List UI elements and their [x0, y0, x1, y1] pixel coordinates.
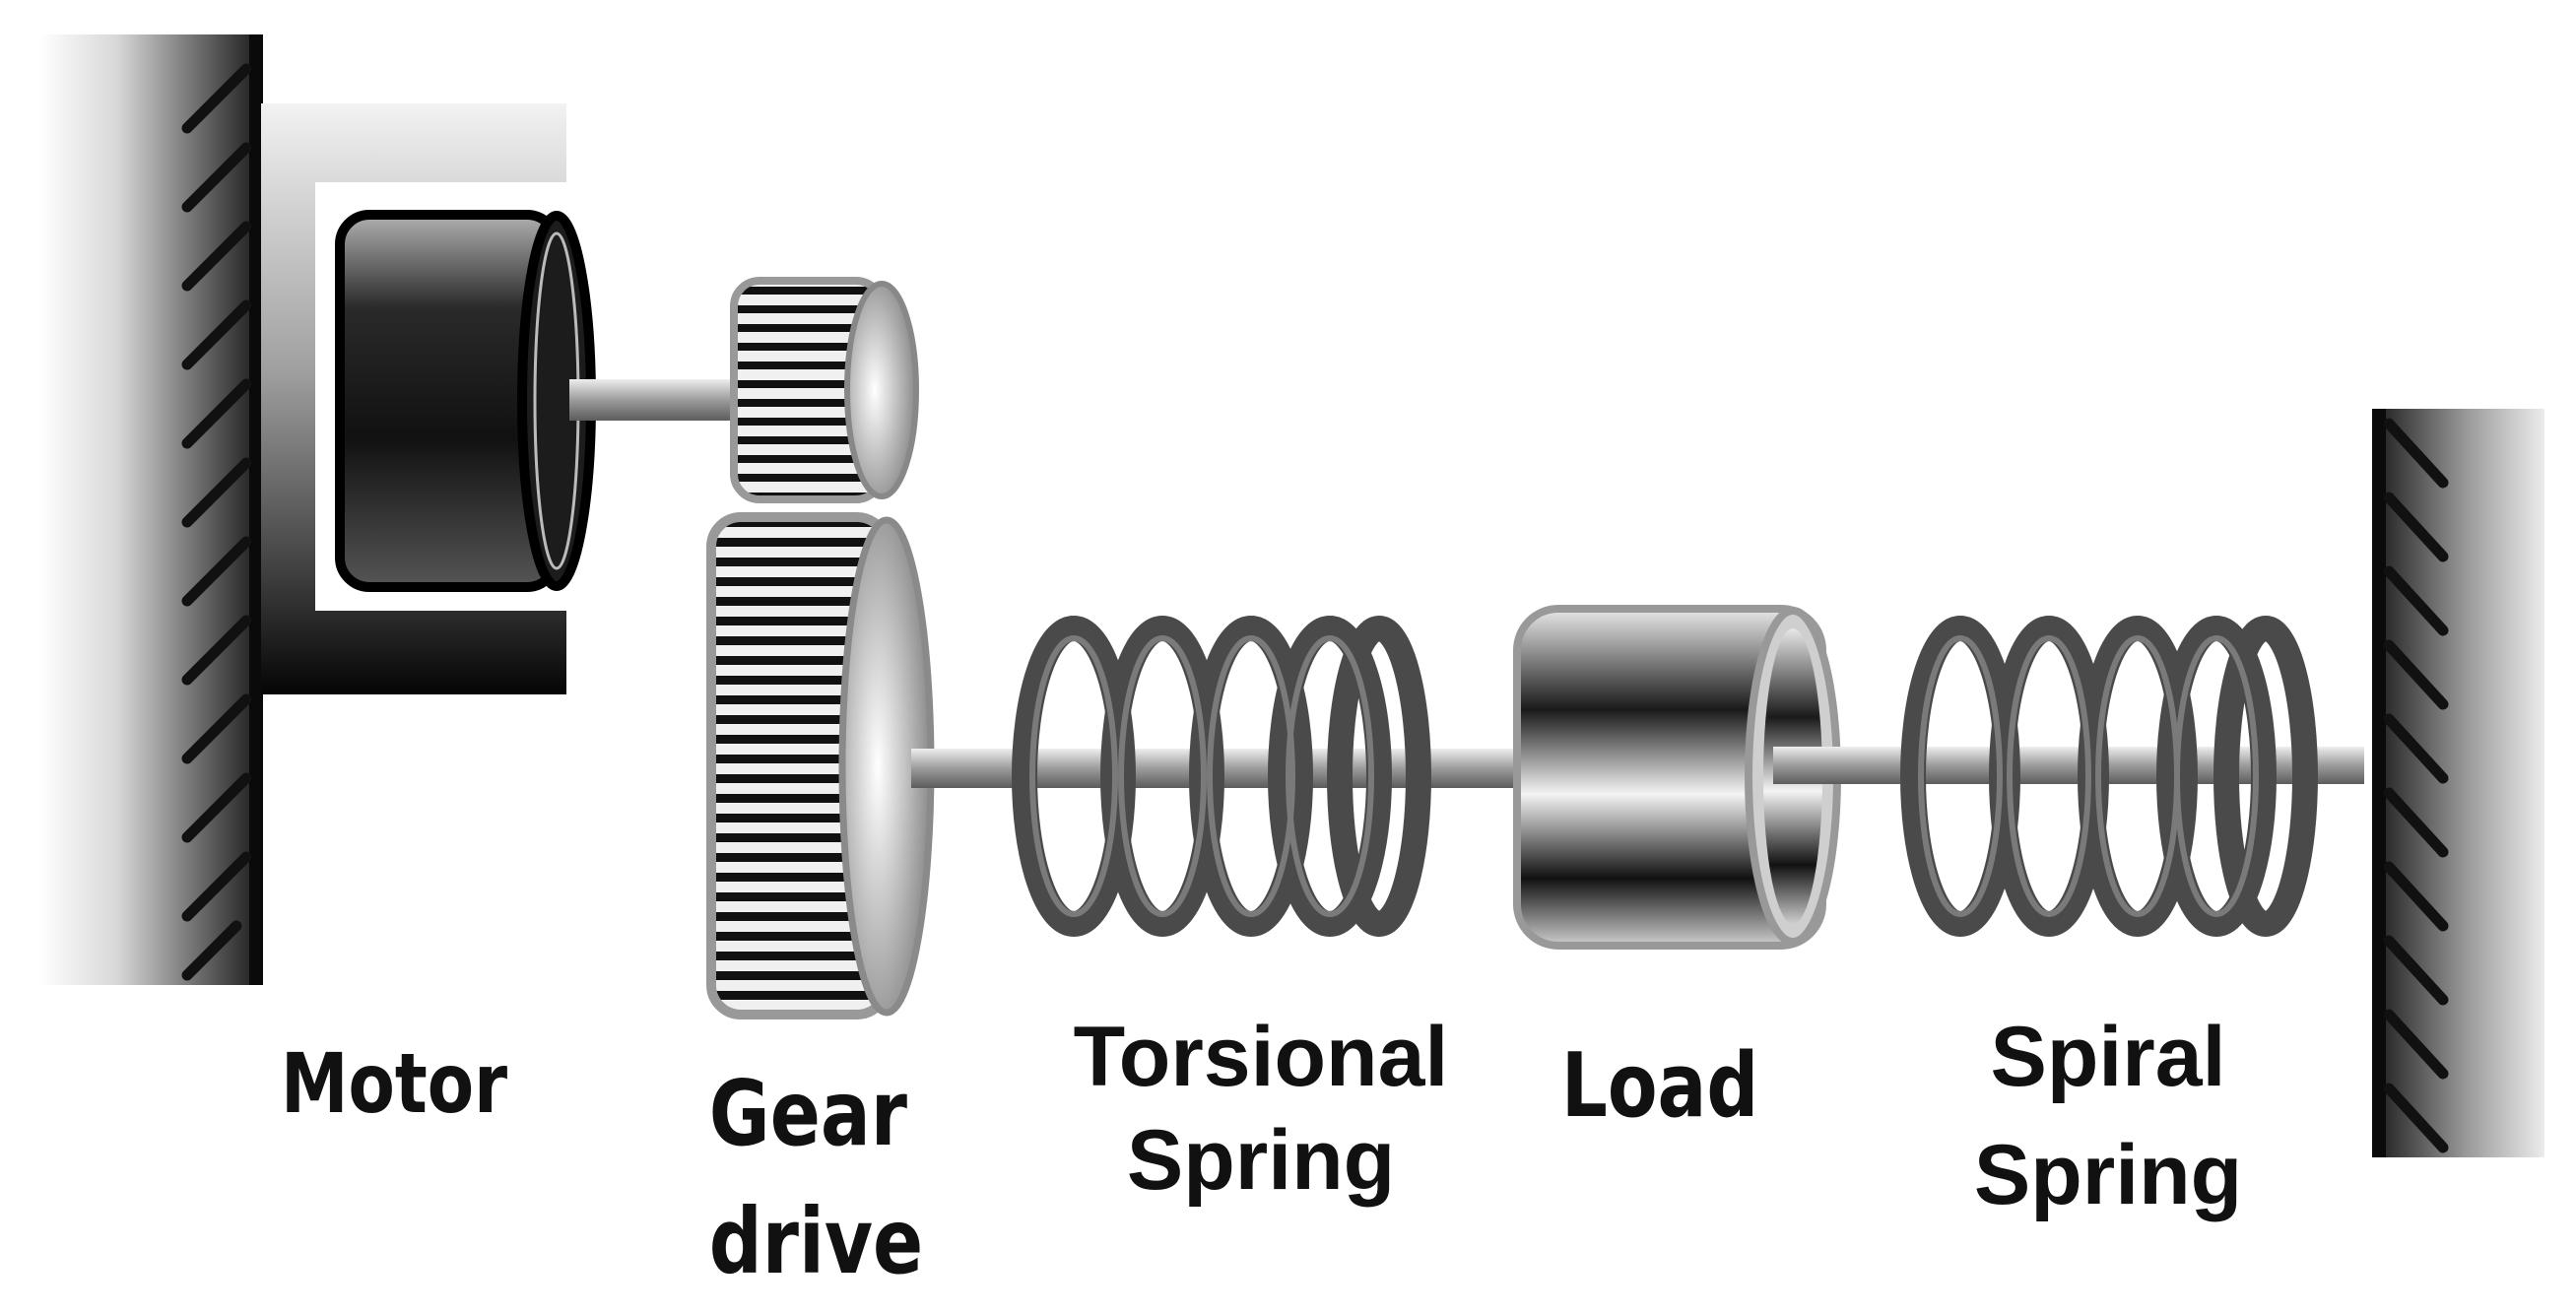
motor-mount-bracket — [261, 103, 566, 694]
gear-drive-label-line1: Gear — [708, 1061, 908, 1166]
small-gear — [730, 277, 919, 503]
load-label: Load — [1560, 1034, 1759, 1138]
load-cylinder — [1513, 605, 1841, 950]
torsional-spring-label-line2: Spring — [1126, 1113, 1396, 1208]
spiral-spring-label-line1: Spiral — [1990, 1010, 2226, 1104]
right-wall — [2372, 409, 2544, 1157]
torsional-spring-label-line1: Torsional — [1073, 1010, 1449, 1104]
motor-shaft — [569, 379, 737, 421]
left-wall — [39, 34, 263, 985]
spiral-spring-label-line2: Spring — [1973, 1128, 2243, 1222]
motor-label: Motor — [280, 1035, 508, 1132]
spiral-spring-highlight — [1918, 635, 2259, 917]
motor-body — [335, 210, 596, 592]
large-gear — [706, 512, 935, 1019]
gear-drive-label-line2: drive — [708, 1189, 924, 1294]
torsional-spring-highlight — [1029, 635, 1374, 917]
